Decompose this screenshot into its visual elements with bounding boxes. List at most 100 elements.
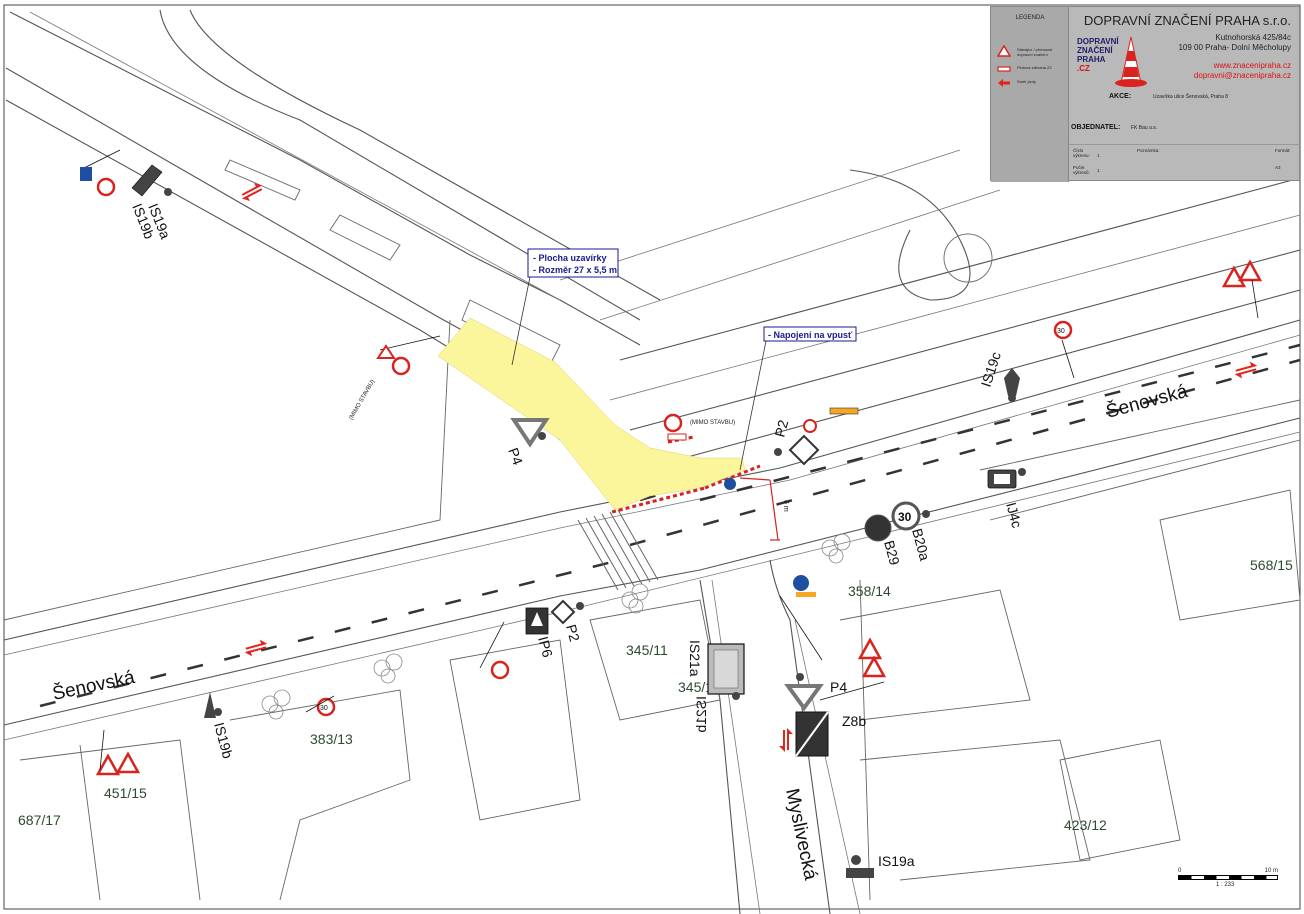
logo-line: PRAHA	[1077, 55, 1106, 64]
scale-ratio-label: 1 : 233	[1216, 882, 1235, 888]
sign-group-p2-ip6: IP6 P2	[479, 599, 584, 680]
legend-item-text: Plotová zábrana Z2	[1017, 65, 1052, 70]
sign-code-is21a: IS21a	[687, 640, 703, 677]
sign-code-p2-lower: P2	[563, 623, 583, 644]
sign-post-icon	[164, 188, 172, 196]
company-email: dopravni@znacenipraha.cz	[1193, 71, 1291, 80]
logo-line: ZNAČENÍ	[1077, 46, 1113, 55]
street-label-senovska-east: Šenovská	[1104, 380, 1191, 423]
speed-limit-value: 30	[898, 510, 912, 524]
logo-wordmark: DOPRAVNÍ ZNAČENÍ PRAHA .CZ	[1077, 37, 1127, 73]
drain-callout: - Napojení na vpusť	[739, 326, 857, 471]
direction-sign-icon	[846, 868, 874, 878]
warning-sign-icon	[376, 344, 396, 359]
priority-road-sign-icon	[788, 434, 820, 466]
priority-road-sign-icon	[550, 599, 576, 625]
warning-sign-icon	[1221, 265, 1247, 288]
warning-sign-icon	[115, 751, 141, 774]
measure-label: 6 m	[782, 500, 789, 512]
legend-item: Stávající / přenosné dopravní značení	[997, 45, 1067, 59]
sign-code-is19b-lower: IS19b	[211, 721, 236, 761]
direction-sign-icon	[204, 692, 216, 718]
building-outlines	[3, 159, 1301, 901]
logo-line: DOPRAVNÍ	[1077, 37, 1119, 46]
parcel-label: 358/14	[848, 583, 891, 599]
yield-sign-icon	[784, 684, 824, 712]
speed-limit-value: 30	[1057, 328, 1065, 335]
sign-code-is21b: IS21b	[693, 696, 709, 733]
sign-code-z8b: Z8b	[842, 713, 866, 729]
warning-sign-icon	[95, 753, 121, 776]
parcel-label: 451/15	[104, 785, 147, 801]
no-stopping-sign-icon	[864, 514, 892, 542]
sign-code-ip6: IP6	[535, 635, 556, 660]
format-value: A3	[1275, 165, 1281, 170]
direction-sign-icon	[131, 164, 163, 197]
note-label: Poznámka:	[1137, 148, 1160, 153]
objednatel-label: OBJEDNATEL:	[1071, 124, 1121, 131]
parcel-label: 383/13	[310, 731, 353, 747]
detour-arrow-sign-icon	[829, 407, 859, 415]
legend-item: Plotová zábrana Z2	[997, 63, 1067, 77]
title-block-divider	[1069, 144, 1300, 145]
sign-group-is19a-lower: IS19a	[846, 853, 915, 878]
detour-arrow-sign-icon	[796, 592, 816, 597]
lane-markings	[39, 343, 1301, 708]
drain-callout-text: - Napojení na vpusť	[768, 330, 853, 340]
objednatel-value: FK Bau a.s.	[1131, 125, 1158, 131]
sign-code-ij4c: IJ4c	[1003, 501, 1025, 530]
direction-sign-icon	[1004, 368, 1020, 396]
speed-limit-value: 30	[320, 705, 328, 712]
sign-group-top-left: IS19a IS19b	[79, 149, 174, 241]
mandatory-direction-sign-icon	[793, 575, 809, 591]
sheet-frame	[3, 4, 1301, 910]
mimo-stavbu-label-west: (MIMO STAVBU)	[349, 379, 377, 421]
sign-group-b29-b20a: 30 B29 B20a	[864, 501, 933, 567]
sign-code-p4-lower: P4	[830, 679, 847, 695]
closure-barriers	[611, 435, 780, 541]
format-label: Formát:	[1275, 148, 1291, 153]
company-name: DOPRAVNÍ ZNAČENÍ PRAHA s.r.o.	[1083, 13, 1291, 28]
parcel-label: 423/12	[1064, 817, 1107, 833]
company-address-line1: Kutnohorská 425/84c	[1215, 33, 1291, 42]
trees	[261, 533, 851, 720]
warning-sign-icon	[861, 655, 887, 678]
title-block: LEGENDA Stávající / přenosné dopravní zn…	[990, 6, 1300, 182]
company-website: www.znacenipraha.cz	[1213, 61, 1291, 70]
drawing-count-value: 1	[1097, 168, 1100, 173]
parcel-label: 568/15	[1250, 557, 1293, 573]
sign-group-myslivecka: P4 Z8b	[779, 575, 887, 757]
no-entry-sign-icon	[803, 419, 817, 433]
speed-limit-sign-icon	[1053, 320, 1073, 340]
street-label-senovska-west: Šenovská	[50, 666, 137, 705]
sign-code-p2-right: P2	[771, 418, 791, 439]
akce-value: Uzavírka ulice Šenovská, Praha 8	[1153, 94, 1229, 100]
barrier-icon	[997, 66, 1011, 72]
supplementary-sign-icon	[667, 433, 687, 441]
sign-group-lower-left: IS19b 30	[95, 692, 336, 776]
no-entry-sign-icon	[391, 356, 411, 376]
company-logo	[1115, 36, 1147, 87]
sign-code-p4-left: P4	[505, 446, 526, 468]
drawing-count-label: Počet výkresů:	[1073, 165, 1090, 175]
legend-title: LEGENDA	[1015, 15, 1045, 21]
no-turn-sign-icon	[490, 660, 510, 680]
scale-bar: 0 10 m 1 : 233	[1178, 868, 1278, 894]
pedestrian-crossing	[577, 509, 659, 591]
sign-group-top-right	[1221, 259, 1263, 319]
drawing-number-value: 1	[1097, 153, 1100, 158]
sign-group-is19c: IS19c 30	[978, 320, 1075, 402]
sign-group-closure-east: (MIMO STAVBU) P2	[663, 407, 859, 490]
sign-group-is21: IS21a IS21b	[687, 640, 745, 733]
mandatory-direction-sign-icon	[724, 478, 736, 490]
logo-line: .CZ	[1077, 64, 1090, 73]
closure-area	[437, 317, 746, 511]
legend: LEGENDA Stávající / přenosné dopravní zn…	[991, 7, 1069, 182]
warning-sign-icon	[1237, 259, 1263, 282]
legend-item: Směr jízdy	[997, 77, 1067, 91]
closure-callout: - Plocha uzavírky - Rozměr 27 x 5,5 m	[511, 248, 619, 366]
akce-label: AKCE:	[1109, 93, 1132, 100]
no-entry-sign-icon	[663, 413, 683, 433]
